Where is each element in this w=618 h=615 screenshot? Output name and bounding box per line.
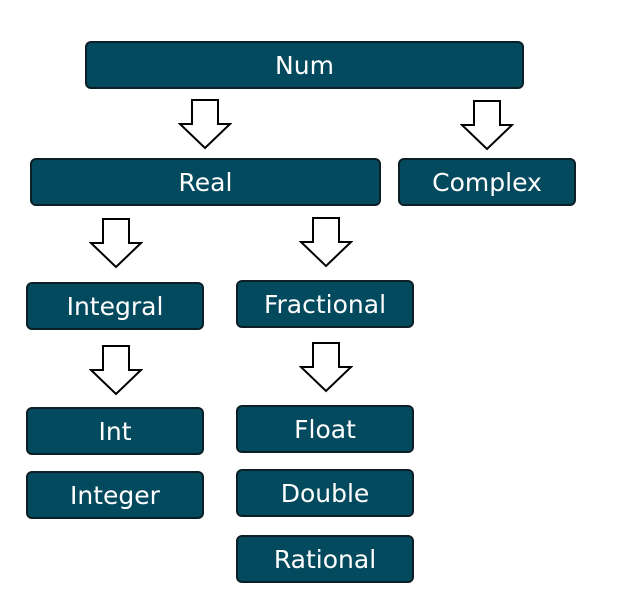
node-fractional: Fractional (236, 280, 414, 328)
node-float: Float (236, 405, 414, 453)
node-num: Num (85, 41, 524, 89)
arrow-integral-to-int (89, 344, 143, 396)
arrow-real-to-fractional (299, 216, 353, 268)
node-complex: Complex (398, 158, 576, 206)
down-arrow-icon (299, 342, 353, 393)
arrow-fractional-to-float (299, 341, 353, 393)
arrow-num-to-complex (460, 99, 514, 151)
node-rational: Rational (236, 535, 414, 583)
arrow-num-to-real (178, 98, 232, 150)
node-integer: Integer (26, 471, 204, 519)
arrow-real-to-integral (89, 217, 143, 269)
down-arrow-icon (89, 218, 143, 269)
down-arrow-icon (460, 100, 514, 151)
down-arrow-icon (89, 345, 143, 396)
node-real: Real (30, 158, 381, 206)
down-arrow-icon (299, 217, 353, 268)
node-integral: Integral (26, 282, 204, 330)
down-arrow-icon (178, 99, 232, 150)
node-double: Double (236, 469, 414, 517)
node-int: Int (26, 407, 204, 455)
